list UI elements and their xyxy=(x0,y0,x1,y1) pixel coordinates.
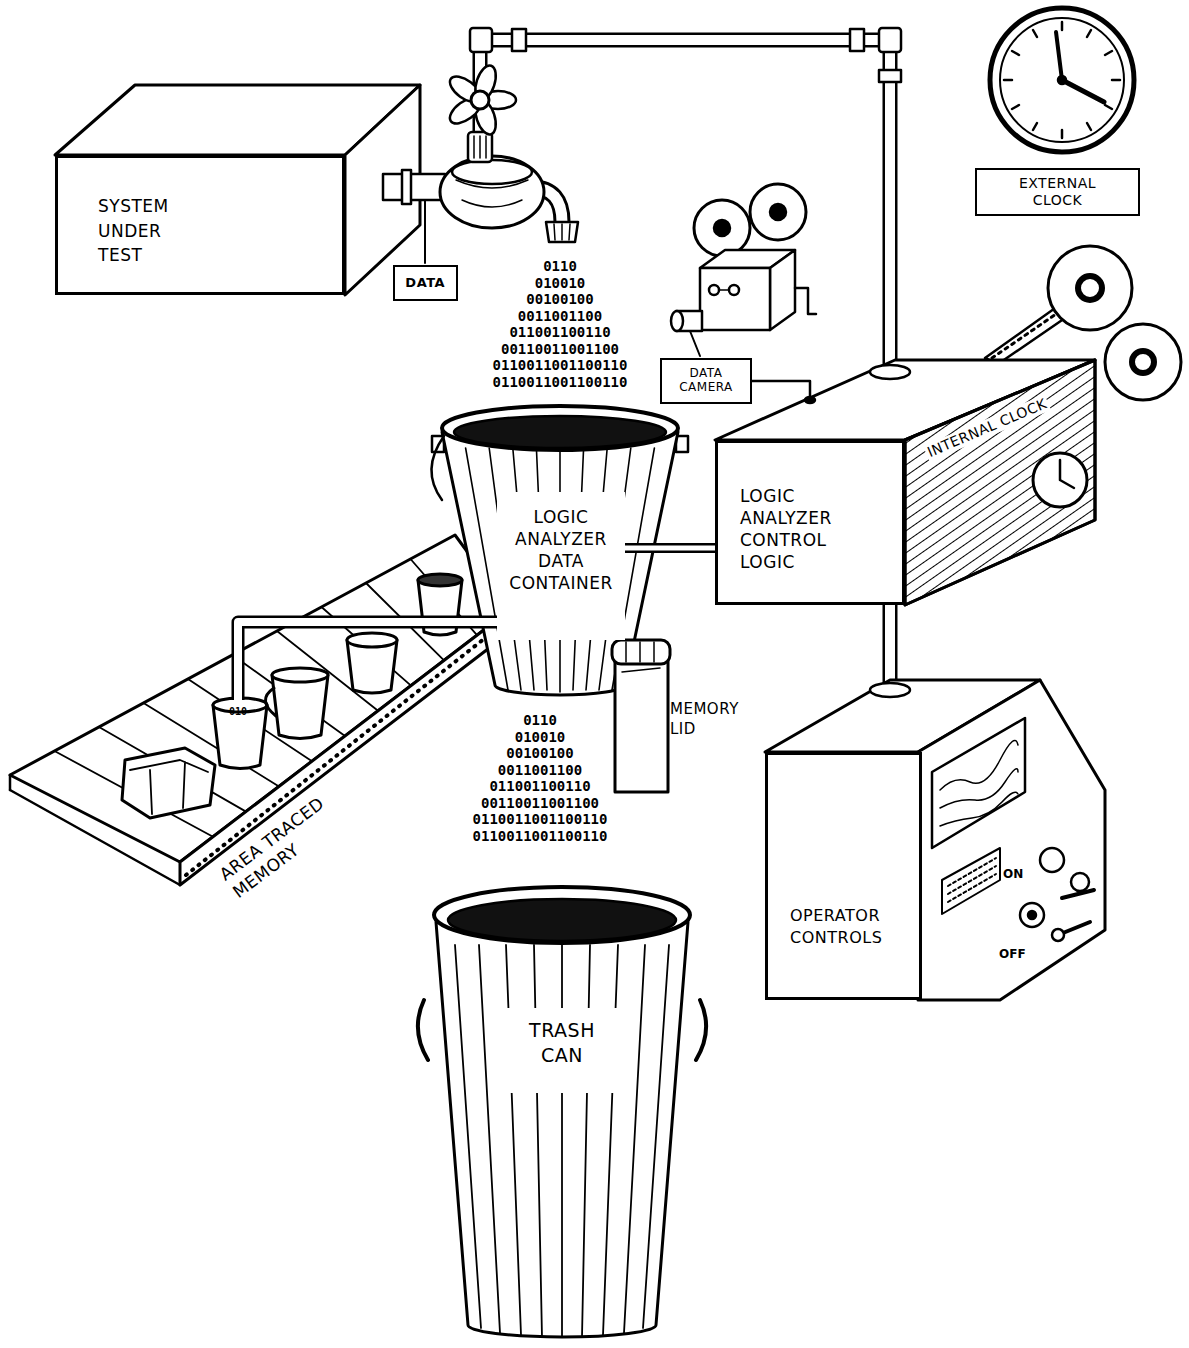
binary-data: 0110011001100110 xyxy=(450,357,670,373)
clock-label: EXTERNAL CLOCK xyxy=(975,168,1140,216)
connector-inner xyxy=(238,622,497,700)
binary-data: 00110011001100 xyxy=(450,341,670,357)
trash-can: TRASH CAN xyxy=(497,1008,627,1093)
binary-data: 0011001100 xyxy=(430,762,650,778)
binary-data: 0110011001100110 xyxy=(450,374,670,390)
connector-inner xyxy=(625,546,715,551)
system-box-faces xyxy=(55,85,420,295)
faucet xyxy=(383,63,578,263)
memory-cups xyxy=(122,574,462,818)
node-label: LOGIC ANALYZER CONTROL LOGIC xyxy=(740,485,870,573)
data-drip: 010 xyxy=(229,704,247,720)
connector-inner xyxy=(345,40,890,440)
binary-data: 0110011001100110 xyxy=(430,828,650,844)
pipe-connector xyxy=(345,40,890,440)
binary-data: 0110 xyxy=(450,258,670,274)
node-label: AREA TRACED MEMORY xyxy=(213,776,363,904)
analyzer-housing xyxy=(715,246,1181,605)
pipe-collars xyxy=(470,28,901,82)
binary-data: 010010 xyxy=(450,275,670,291)
operator-console-faces xyxy=(765,680,1105,1000)
pipe-connector xyxy=(625,548,715,549)
memory-lid: MEMORY LID xyxy=(612,640,764,800)
data-container: LOGIC ANALYZER DATA CONTAINER xyxy=(497,492,625,640)
binary-data: 00100100 xyxy=(450,291,670,307)
memory-lid-flap xyxy=(612,640,670,792)
node-label: DATA xyxy=(397,275,453,291)
node-label: INTERNAL CLOCK xyxy=(923,394,1051,461)
binary-data: 011001100110 xyxy=(430,778,650,794)
binary-data: 0011001100 xyxy=(450,308,670,324)
operator-console: OPERATOR CONTROLS xyxy=(765,752,922,1000)
data-tag: DATA xyxy=(393,265,458,301)
binary-data: 0110 xyxy=(430,712,650,728)
system-box: SYSTEM UNDER TEST xyxy=(55,155,345,295)
binary-data: 010010 xyxy=(430,729,650,745)
binary-data: 00110011001100 xyxy=(430,795,650,811)
node-label: DATA CAMERA xyxy=(671,366,741,395)
switch-label: ON xyxy=(1003,866,1023,882)
node-label: OPERATOR CONTROLS xyxy=(790,905,915,948)
pipe-connector xyxy=(238,622,497,700)
connector-line xyxy=(238,622,497,700)
binary-data: 00100100 xyxy=(430,745,650,761)
trash-can-body xyxy=(418,887,706,1337)
node-label: MEMORY LID xyxy=(670,700,760,739)
external-clock xyxy=(990,8,1134,152)
node-label: LOGIC ANALYZER DATA CONTAINER xyxy=(500,506,622,594)
data-camera xyxy=(671,184,816,356)
binary-data: 0110011001100110 xyxy=(430,811,650,827)
binary-data: 011001100110 xyxy=(450,324,670,340)
control-logic-box: LOGIC ANALYZER CONTROL LOGIC xyxy=(715,440,905,605)
switch-label: OFF xyxy=(999,946,1026,962)
node-label: EXTERNAL CLOCK xyxy=(1008,175,1108,209)
connector-line xyxy=(345,40,890,440)
camera-tag: DATA CAMERA xyxy=(660,358,752,404)
node-label: SYSTEM UNDER TEST xyxy=(98,194,198,268)
traced-memory: AREA TRACED MEMORY xyxy=(220,700,450,890)
node-label: TRASH CAN xyxy=(522,1018,602,1067)
connector-line xyxy=(625,543,715,553)
internal-clock: INTERNAL CLOCK xyxy=(915,380,1095,530)
